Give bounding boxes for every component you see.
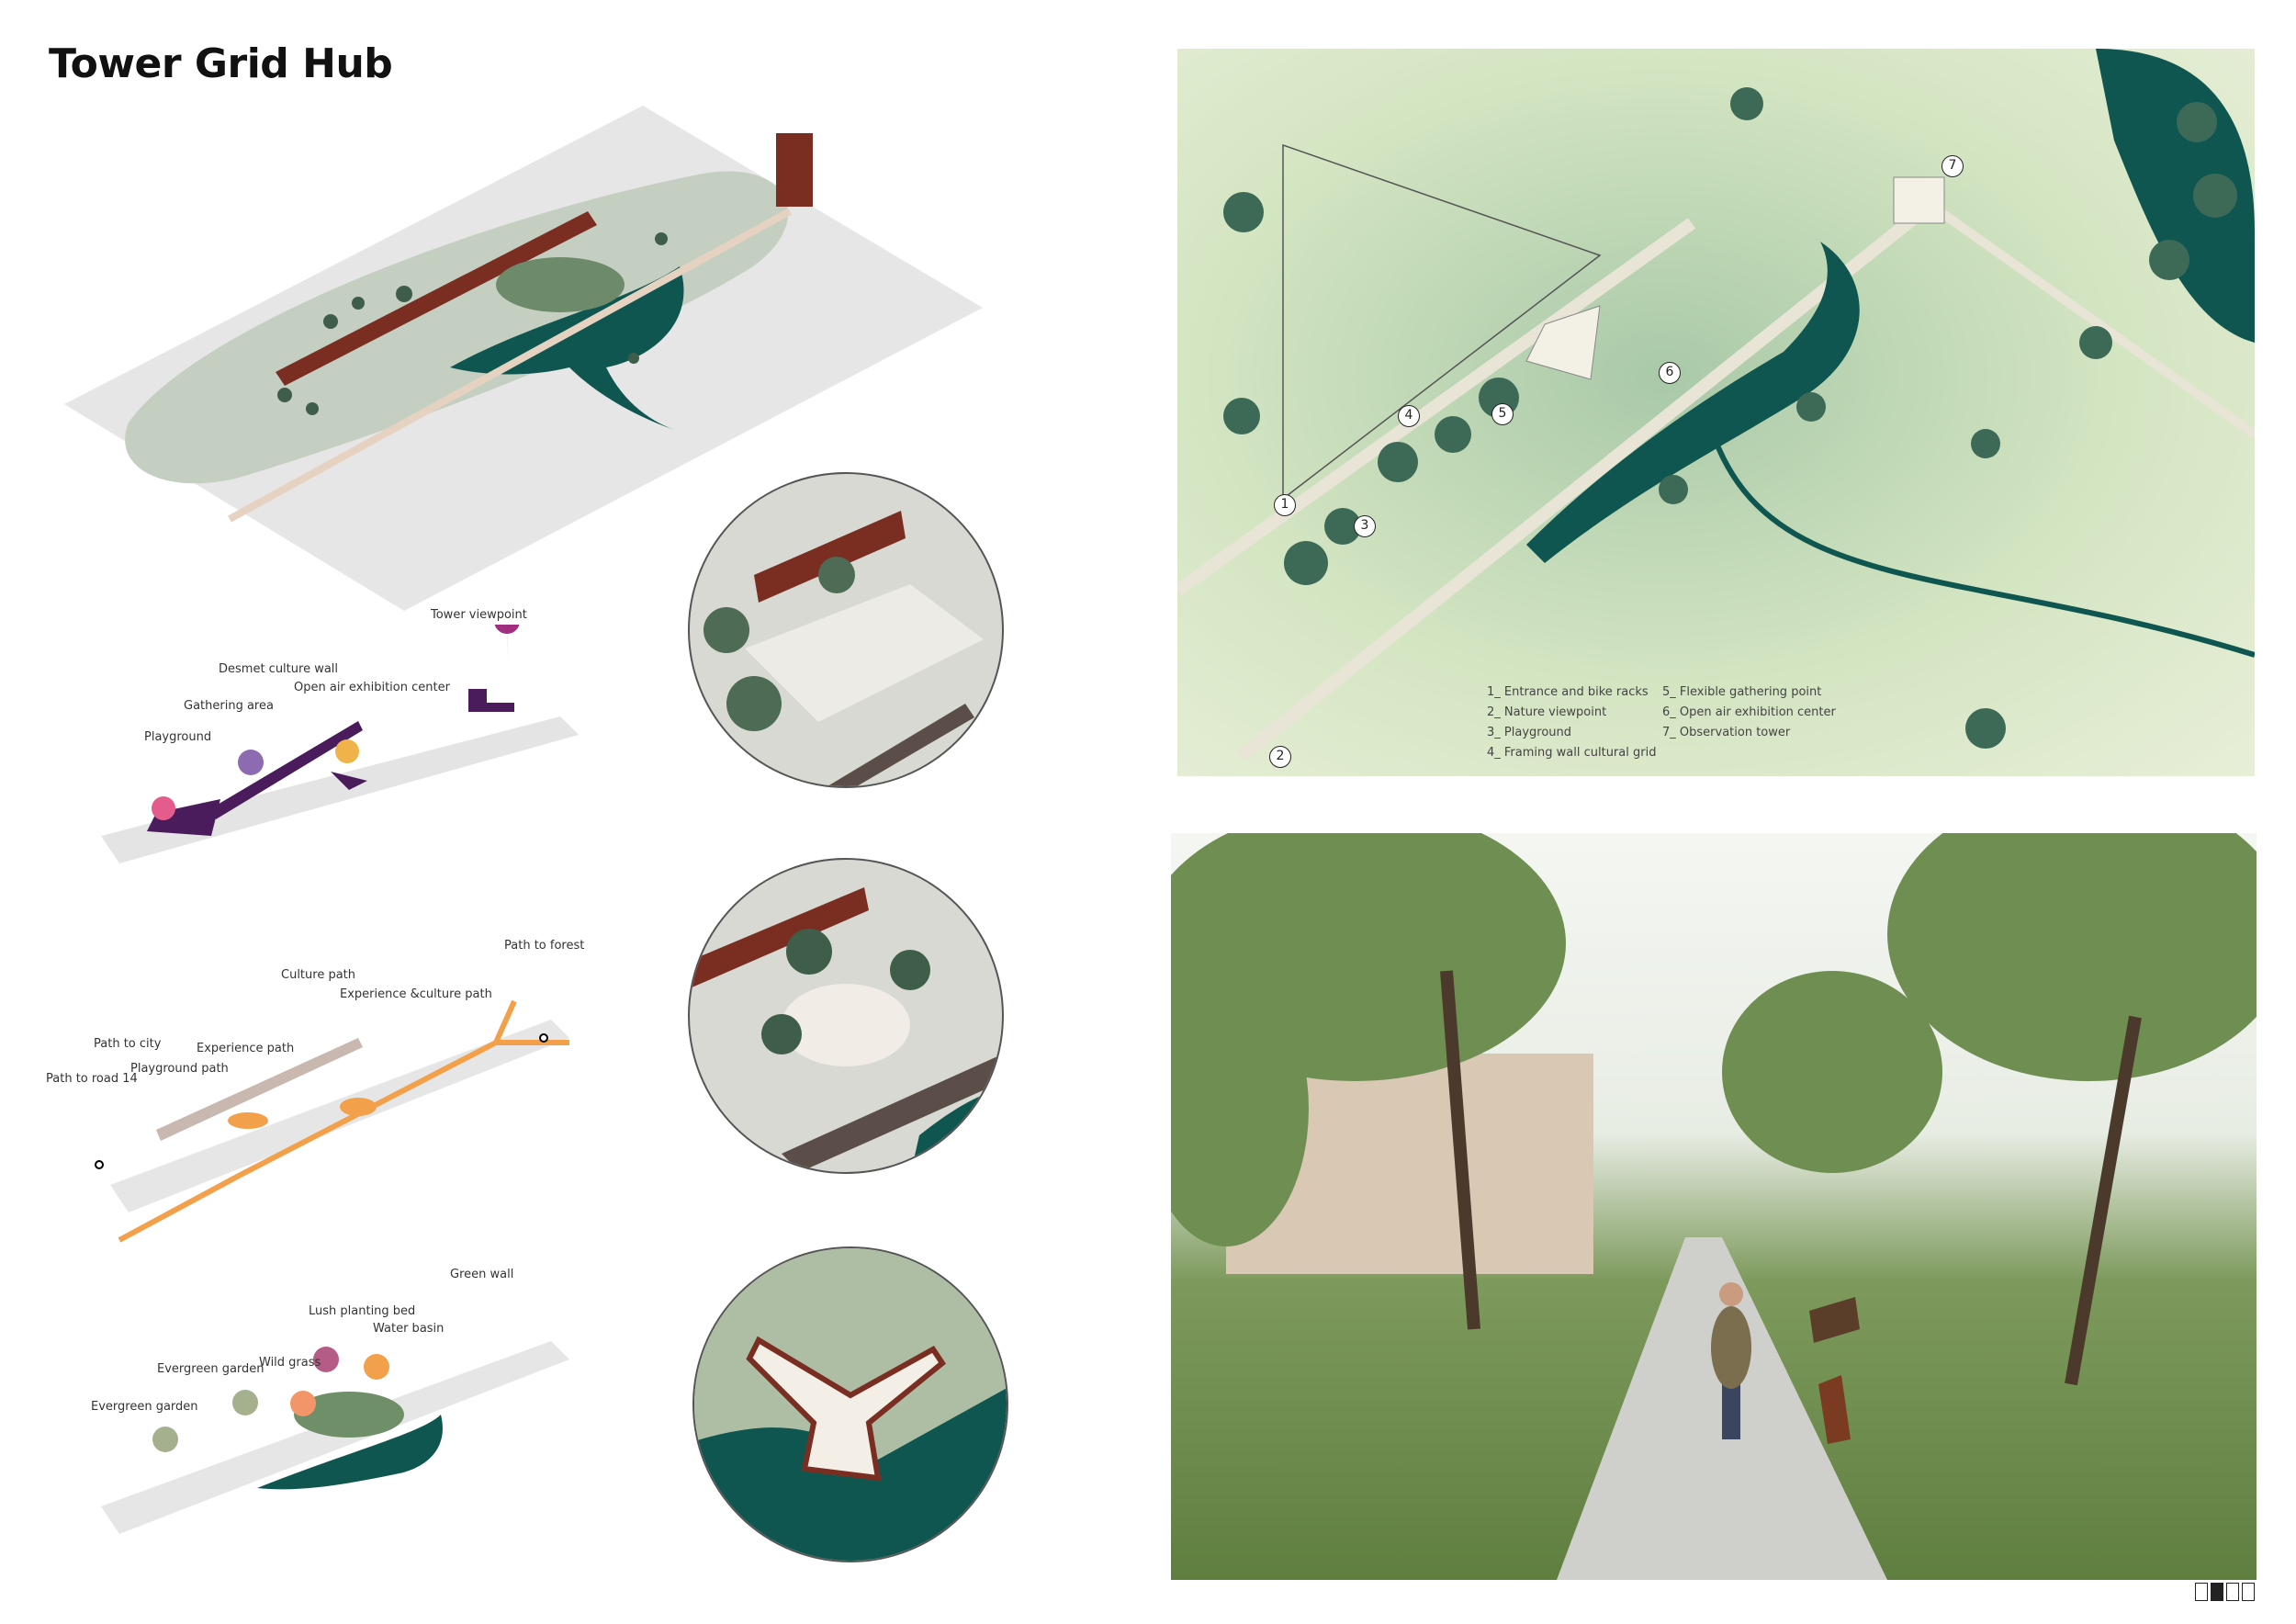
detail-playground-circle [688,472,1004,788]
plan-legend-col2: 5_ Flexible gathering point 6_ Open air … [1662,682,1836,743]
label-playground: Playground [144,730,212,744]
plan-marker-5: 5 [1491,403,1514,425]
plan-marker-4: 4 [1398,405,1420,427]
detail-exhibition-circle [692,1246,1008,1562]
detail-gathering-circle [688,858,1004,1174]
legend-item: 1_ Entrance and bike racks [1487,685,1649,699]
label-culture-path: Culture path [281,968,356,982]
plan-marker-1: 1 [1274,494,1296,516]
plan-marker-2: 2 [1269,746,1291,768]
plan-legend-col1: 1_ Entrance and bike racks 2_ Nature vie… [1487,682,1656,763]
label-open-air-exhibition: Open air exhibition center [294,681,450,694]
label-path-to-road-14: Path to road 14 [46,1072,138,1086]
circulation-diagram [95,999,569,1243]
site-plan: 1 2 3 4 5 6 7 1_ Entrance and bike racks… [1177,49,2255,776]
label-playground-path: Playground path [130,1062,229,1076]
page-indicator-box [2242,1583,2255,1601]
legend-item: 2_ Nature viewpoint [1487,705,1607,719]
legend-item: 3_ Playground [1487,726,1572,739]
legend-item: 4_ Framing wall cultural grid [1487,746,1657,760]
label-lush-planting-bed: Lush planting bed [309,1304,416,1318]
page-indicator-box-active [2211,1583,2223,1601]
label-water-basin: Water basin [373,1322,445,1336]
label-green-wall: Green wall [450,1268,514,1281]
label-experience-path: Experience path [197,1042,295,1055]
planting-diagram [101,1341,569,1534]
page-indicator-box [2226,1583,2239,1601]
plan-marker-6: 6 [1659,362,1681,384]
page-title: Tower Grid Hub [49,40,393,87]
program-diagram [101,625,579,863]
legend-item: 6_ Open air exhibition center [1662,705,1836,719]
legend-item: 7_ Observation tower [1662,726,1791,739]
perspective-render [1171,833,2257,1580]
label-tower-viewpoint: Tower viewpoint [431,608,527,622]
legend-item: 5_ Flexible gathering point [1662,685,1822,699]
label-evergreen-garden-2: Evergreen garden [91,1400,198,1414]
label-evergreen-garden-1: Evergreen garden [157,1362,264,1376]
label-path-to-forest: Path to forest [504,939,585,953]
label-wild-grass: Wild grass [259,1356,321,1370]
page-indicator-box [2195,1583,2208,1601]
plan-marker-3: 3 [1354,515,1376,537]
plan-marker-7: 7 [1941,155,1964,177]
label-experience-culture-path: Experience &culture path [340,987,492,1001]
page-indicator [2195,1583,2255,1601]
label-path-to-city: Path to city [94,1037,162,1051]
label-desmet-culture-wall: Desmet culture wall [219,662,339,676]
axonometric-overview [64,106,983,611]
label-gathering-area: Gathering area [184,699,274,713]
